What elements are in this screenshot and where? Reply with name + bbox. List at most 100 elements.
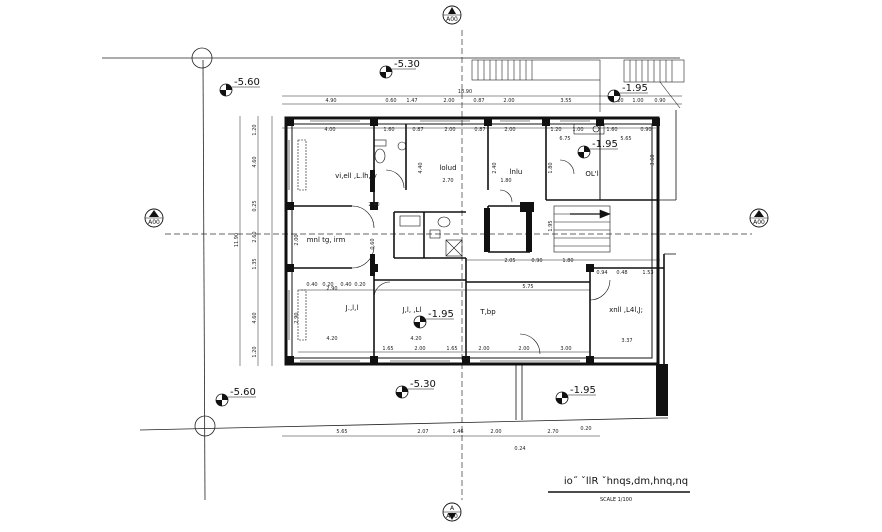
svg-text:0.94: 0.94 xyxy=(596,270,607,276)
svg-text:1.47: 1.47 xyxy=(406,98,417,104)
doors xyxy=(351,159,611,355)
svg-text:-1.95: -1.95 xyxy=(428,309,454,320)
svg-text:2.40: 2.40 xyxy=(492,162,498,173)
level-marker: -1.95 xyxy=(555,385,596,405)
svg-text:-5.30: -5.30 xyxy=(394,59,420,70)
svg-text:4.20: 4.20 xyxy=(326,336,337,342)
svg-text:2.60: 2.60 xyxy=(252,231,258,242)
level-markers: -5.30 -5.60 -1.95 -1.95 -1.95 xyxy=(215,59,648,407)
svg-text:2.90: 2.90 xyxy=(294,312,300,323)
svg-text:4.90: 4.90 xyxy=(325,98,336,104)
svg-text:4.00: 4.00 xyxy=(324,127,335,133)
svg-text:0.40: 0.40 xyxy=(306,282,317,288)
svg-text:0.20: 0.20 xyxy=(322,282,333,288)
room-label: T,bp xyxy=(479,308,496,316)
svg-text:1.65: 1.65 xyxy=(446,346,457,352)
svg-text:4.40: 4.40 xyxy=(418,162,424,173)
svg-text:2.00: 2.00 xyxy=(490,429,501,435)
ramp-top xyxy=(471,59,685,112)
svg-text:2.00: 2.00 xyxy=(443,98,454,104)
section-marker-left: A A00 xyxy=(144,208,164,228)
room-label: vi,ell ,L.lh,iy xyxy=(335,172,377,180)
svg-text:A00: A00 xyxy=(148,219,160,226)
svg-text:3.37: 3.37 xyxy=(621,338,632,344)
svg-text:3.00: 3.00 xyxy=(560,346,571,352)
svg-text:5.75: 5.75 xyxy=(522,284,533,290)
svg-text:-5.60: -5.60 xyxy=(234,77,260,88)
svg-text:11.90: 11.90 xyxy=(234,233,240,247)
svg-text:4.60: 4.60 xyxy=(252,312,258,323)
svg-text:1.65: 1.65 xyxy=(382,346,393,352)
section-marker-bottom: A A00 xyxy=(442,502,462,522)
windows xyxy=(288,120,590,362)
svg-text:1.95: 1.95 xyxy=(548,220,554,231)
drawing-title: io˝ ˇllR ˇhnqs,dm,hnq,nq xyxy=(564,475,688,487)
svg-text:5.65: 5.65 xyxy=(336,429,347,435)
level-marker: -5.60 xyxy=(215,387,256,407)
svg-text:2.70: 2.70 xyxy=(442,178,453,184)
svg-text:1.53: 1.53 xyxy=(642,270,653,276)
svg-text:1.80: 1.80 xyxy=(500,178,511,184)
svg-text:3.55: 3.55 xyxy=(560,98,571,104)
svg-text:1.20: 1.20 xyxy=(252,346,258,357)
grid-marker-bottom-left xyxy=(194,415,216,437)
svg-text:2.00: 2.00 xyxy=(478,346,489,352)
svg-text:2.05: 2.05 xyxy=(504,258,515,264)
level-marker: -5.60 xyxy=(219,77,260,97)
grid-marker-top-left xyxy=(191,47,213,69)
level-marker: -1.95 xyxy=(607,83,648,103)
svg-text:0.25: 0.25 xyxy=(252,200,258,211)
terrace-block xyxy=(515,110,677,420)
svg-text:0.90: 0.90 xyxy=(640,127,651,133)
svg-text:A: A xyxy=(757,211,762,218)
svg-text:0.20: 0.20 xyxy=(354,282,365,288)
svg-text:2.00: 2.00 xyxy=(444,127,455,133)
svg-text:-5.60: -5.60 xyxy=(230,387,256,398)
svg-text:4.60: 4.60 xyxy=(252,156,258,167)
section-marker-right: A A00 xyxy=(749,208,769,228)
svg-text:1.20: 1.20 xyxy=(612,98,623,104)
svg-text:1.80: 1.80 xyxy=(562,258,573,264)
svg-text:0.90: 0.90 xyxy=(654,98,665,104)
svg-text:18.90: 18.90 xyxy=(458,89,472,95)
svg-text:2.00: 2.00 xyxy=(294,234,300,245)
dimension-texts: 4.90 0.60 1.47 2.00 0.87 2.00 3.55 1.20 … xyxy=(234,89,666,452)
svg-text:2.70: 2.70 xyxy=(547,429,558,435)
room-label: lolud xyxy=(439,164,456,172)
svg-text:A: A xyxy=(152,211,157,218)
room-label: xnll ,L4l,J; xyxy=(609,306,643,314)
fixtures xyxy=(297,123,605,341)
svg-text:-1.95: -1.95 xyxy=(592,139,618,150)
exterior-wall-inner xyxy=(291,118,659,359)
title-block: io˝ ˇllR ˇhnqs,dm,hnq,nq SCALE 1/100 xyxy=(548,475,690,503)
svg-text:3.60: 3.60 xyxy=(650,154,656,165)
svg-text:1.46: 1.46 xyxy=(452,429,463,435)
level-marker: -1.95 xyxy=(577,139,618,159)
svg-text:1.20: 1.20 xyxy=(550,127,561,133)
svg-text:1.80: 1.80 xyxy=(548,162,554,173)
svg-text:2.00: 2.00 xyxy=(504,127,515,133)
svg-text:A00: A00 xyxy=(446,16,458,23)
svg-text:5.65: 5.65 xyxy=(620,136,631,142)
svg-text:2.07: 2.07 xyxy=(417,429,428,435)
svg-text:A00: A00 xyxy=(446,513,458,520)
svg-text:-1.95: -1.95 xyxy=(622,83,648,94)
site-boundary xyxy=(102,47,680,501)
svg-text:A: A xyxy=(450,9,455,16)
svg-text:0.20: 0.20 xyxy=(580,426,591,432)
svg-text:0.40: 0.40 xyxy=(340,282,351,288)
svg-text:A: A xyxy=(450,505,455,512)
svg-text:1.00: 1.00 xyxy=(632,98,643,104)
svg-text:1.60: 1.60 xyxy=(606,127,617,133)
svg-text:1.35: 1.35 xyxy=(252,258,258,269)
room-labels: vi,ell ,L.lh,iy lolud lnlu OL'l mnl tg, … xyxy=(307,164,643,316)
svg-text:-1.95: -1.95 xyxy=(570,385,596,396)
svg-text:2.90: 2.90 xyxy=(326,286,337,292)
svg-text:1.20: 1.20 xyxy=(252,124,258,135)
interior-walls xyxy=(292,124,665,364)
svg-text:0.60: 0.60 xyxy=(385,98,396,104)
svg-text:4.20: 4.20 xyxy=(410,336,421,342)
exterior-walls xyxy=(284,116,660,366)
